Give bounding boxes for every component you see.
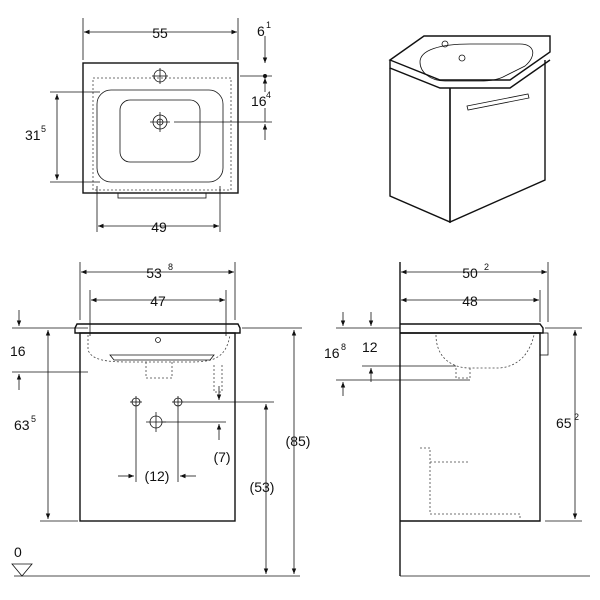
- side-drawer-outline: [420, 447, 521, 520]
- dim-top-offset: 6: [257, 23, 265, 39]
- top-view-outline: [82, 62, 239, 194]
- dim-top-depth: 31: [25, 127, 41, 143]
- iso-handle: [466, 93, 530, 111]
- dim-pipe-spacing: (12): [145, 468, 170, 484]
- iso-cabinet-front: [449, 60, 546, 224]
- dim-side-overall-depth: 50: [462, 265, 478, 281]
- handle-plan: [117, 192, 207, 199]
- dim-total-height: (85): [286, 433, 311, 449]
- dim-front-inner-width: 47: [150, 293, 166, 309]
- dim-side-overall-depth-sup: 2: [484, 262, 489, 272]
- front-countertop: [74, 323, 241, 334]
- side-countertop: [400, 323, 544, 334]
- side-view: 50 2 48 16 8 12 65 2: [324, 262, 590, 577]
- top-view: 55 6 1 16 4 31 5 49: [25, 18, 272, 235]
- iso-tap-hole-icon: [441, 40, 449, 48]
- dim-cabinet-width: 49: [151, 219, 167, 235]
- dim-front-cabinet-height: 63: [14, 417, 30, 433]
- iso-basin-bowl: [419, 43, 534, 82]
- dim-front-cabinet-height-sup: 5: [31, 414, 36, 424]
- dim-pipe-offset: (7): [213, 449, 230, 465]
- iso-cabinet-side: [389, 68, 451, 224]
- front-view: 53 8 47 16 63 5 (12) (7) (53): [10, 262, 311, 577]
- dim-outlet-height: (53): [250, 479, 275, 495]
- dim-side-cabinet-height-sup: 2: [574, 412, 579, 422]
- floor-level-icon: [11, 563, 33, 577]
- dim-drain-offset-sup: 4: [266, 90, 271, 100]
- dim-side-inner-depth: 48: [462, 293, 478, 309]
- iso-basin-top: [388, 35, 551, 81]
- dim-side-drain-depth-sup: 8: [341, 342, 346, 352]
- iso-drain-icon: [458, 54, 466, 62]
- dim-front-overall-width-sup: 8: [168, 262, 173, 272]
- top-view-cabinet-outline: [92, 77, 232, 191]
- dim-top-offset-sup: 1: [266, 20, 271, 30]
- basin-bowl: [96, 89, 224, 183]
- dim-front-top-thickness: 16: [10, 343, 26, 359]
- dim-side-drain-depth: 16: [324, 345, 340, 361]
- dim-top-depth-sup: 5: [41, 124, 46, 134]
- isometric-view: [388, 35, 551, 224]
- side-door-edge: [539, 332, 549, 356]
- dim-front-overall-width: 53: [146, 265, 162, 281]
- floor-level-label: 0: [14, 544, 22, 560]
- side-basin-outline: [435, 334, 535, 369]
- front-siphon: [145, 362, 173, 379]
- dim-top-width: 55: [152, 25, 168, 41]
- basin-bottom: [119, 99, 201, 163]
- pipe-connections: [130, 396, 184, 432]
- dim-side-rim-offset: 12: [362, 339, 378, 355]
- dim-side-cabinet-height: 65: [556, 415, 572, 431]
- front-cabinet: [79, 332, 236, 522]
- front-basin-outline: [87, 334, 231, 363]
- side-cabinet: [400, 332, 541, 522]
- dim-drain-offset: 16: [251, 93, 267, 109]
